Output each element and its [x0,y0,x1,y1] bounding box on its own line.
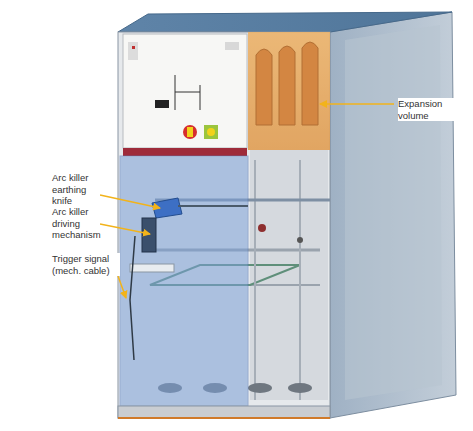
label-holder: Arc killer earthing knife [52,172,100,207]
label-holder: Arc killer driving mechanism [52,206,100,241]
part-label: Expansion volume [398,98,470,121]
label-holder: Trigger signal (mech. cable) [52,253,120,276]
part-label: Trigger signal (mech. cable) [52,253,120,276]
part-label: Arc killer driving mechanism [52,206,100,241]
label-holder: Expansion volume [398,98,470,121]
part-label: Arc killer earthing knife [52,172,100,207]
